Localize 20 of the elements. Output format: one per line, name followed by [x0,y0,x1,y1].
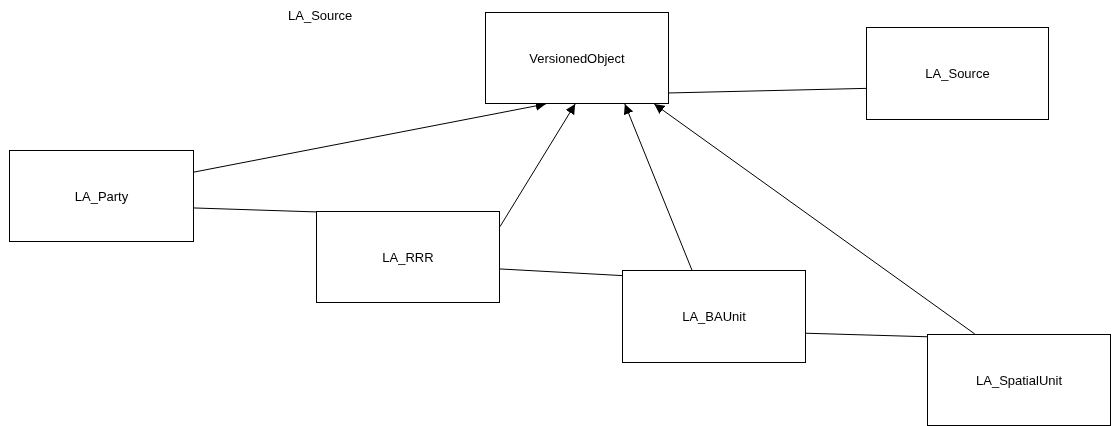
class-name: LA_Party [74,188,129,204]
class-box [866,27,1049,120]
class-name: LA_BAUnit [682,309,746,324]
arrow [623,103,693,271]
class-box [927,334,1111,426]
connector-line [805,332,928,338]
arrow [653,103,976,335]
connector-line [193,207,317,213]
class-name: LA_Source [925,66,990,81]
class-box [9,150,194,242]
class-box [316,211,500,303]
class-name: LA_RRR [382,249,434,265]
class-name: VersionedObject [529,50,625,66]
class-box [485,12,669,104]
connector-line [499,268,623,277]
class-box [622,270,806,363]
class-name: LA_SpatialUnit [976,372,1062,388]
connector-line [668,87,867,94]
arrow [499,103,576,228]
floating-label: LA_Source [288,8,353,23]
